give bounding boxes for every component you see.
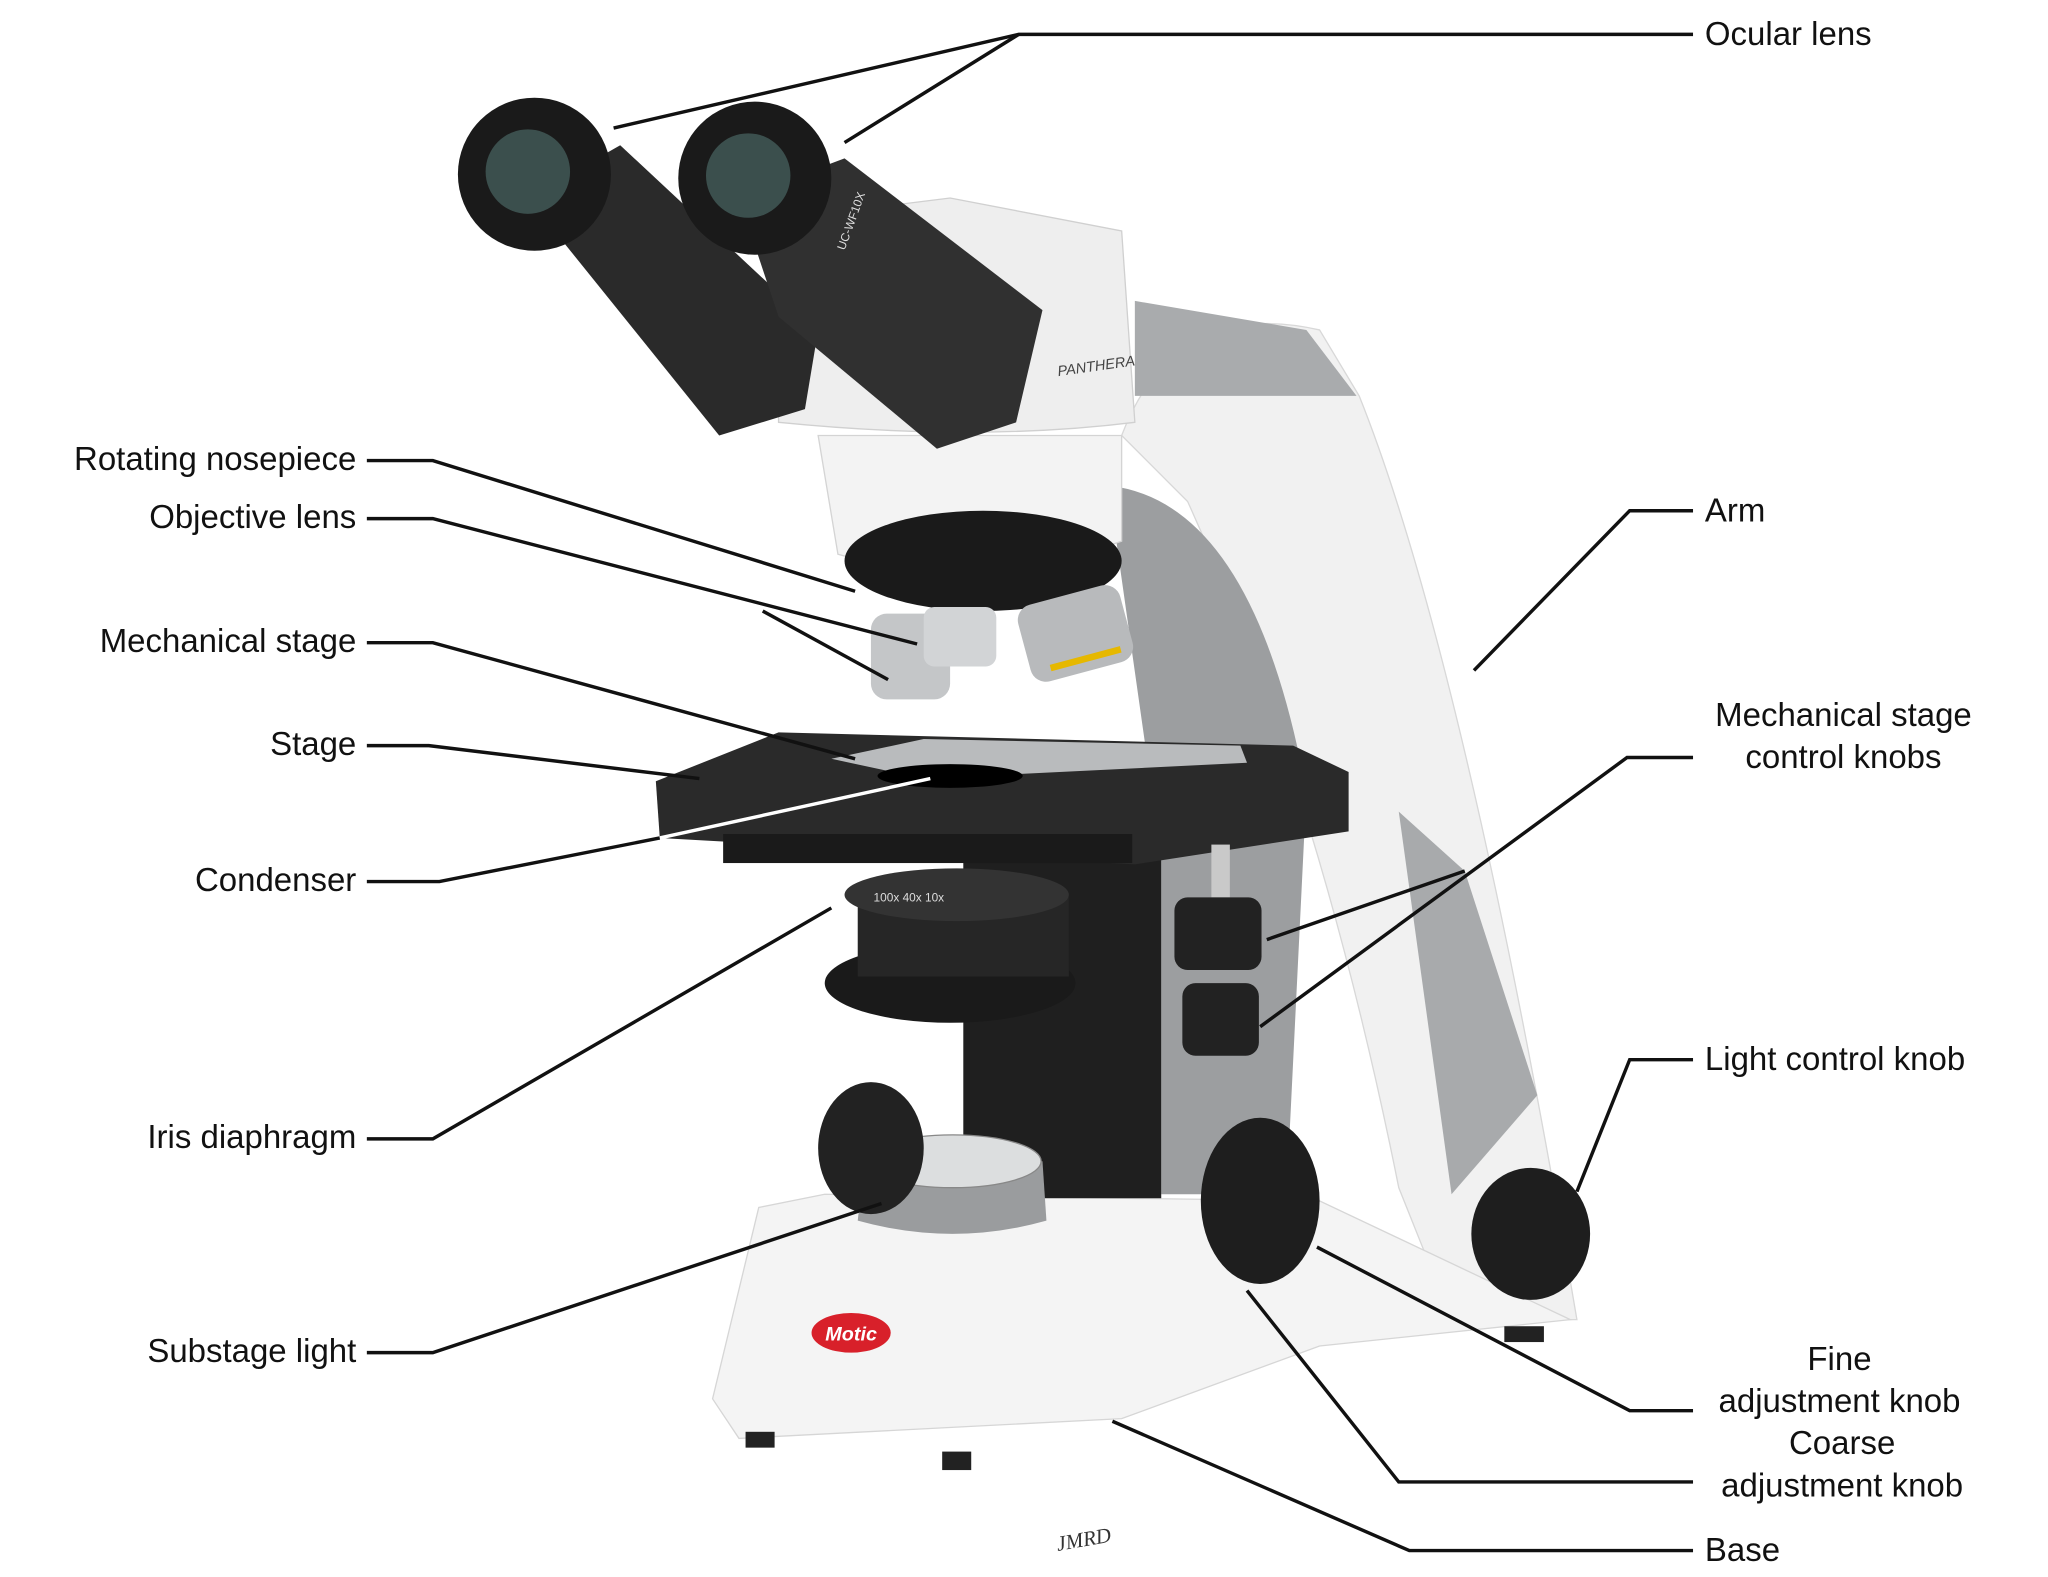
label-light-control-knob: Light control knob (1705, 1040, 1965, 1077)
label-rotating-nosepiece: Rotating nosepiece (74, 440, 356, 477)
arm-side-panel (1398, 811, 1538, 1195)
objective-lens-line-branch (761, 609, 889, 682)
condenser-scale: 100x 40x 10x (874, 890, 945, 904)
ocular-left-lens (485, 129, 571, 214)
knob-left (818, 1082, 924, 1215)
stage-knob-upper (1174, 897, 1262, 970)
ocular-right-lens (705, 133, 791, 218)
foot (1504, 1326, 1544, 1343)
labels: Ocular lens Rotating nosepiece Objective… (74, 15, 1972, 1568)
mechanical-stage-line (366, 640, 856, 761)
stage-knob-shaft (1211, 844, 1230, 898)
objective (923, 607, 997, 667)
label-mech-stage-knobs-1: Mechanical stage (1715, 696, 1972, 733)
fine-adjustment-line (1316, 1245, 1694, 1413)
base-body (711, 1193, 1573, 1440)
label-substage-light: Substage light (147, 1332, 356, 1369)
label-stage: Stage (270, 725, 356, 762)
foot (942, 1451, 972, 1471)
label-mech-stage-knobs-2: control knobs (1745, 738, 1941, 775)
eyepiece-tube-right (738, 158, 1043, 449)
motic-logo-text: Motic (825, 1324, 877, 1346)
condenser-line (366, 836, 661, 884)
label-ocular-lens: Ocular lens (1705, 15, 1872, 52)
coarse-focus-knob (1200, 1117, 1320, 1285)
arm-line (1472, 509, 1694, 672)
label-arm: Arm (1705, 491, 1765, 528)
mech-stage-knobs-line-branch (1266, 869, 1466, 942)
light-knob (1471, 1167, 1591, 1300)
stage-underside (723, 834, 1133, 864)
coarse-adjustment-line (1245, 1289, 1694, 1484)
substage-light-line (366, 1201, 883, 1355)
leader-lines (366, 32, 1694, 1553)
condenser-top (844, 868, 1069, 922)
label-base: Base (1705, 1531, 1780, 1568)
label-coarse-1: Coarse (1789, 1424, 1895, 1461)
label-fine-1: Fine (1807, 1340, 1871, 1377)
label-iris-diaphragm: Iris diaphragm (147, 1118, 356, 1155)
objective-lens-line (366, 516, 918, 646)
objective (1017, 585, 1134, 682)
nosepiece-ring (844, 510, 1122, 612)
rotating-nosepiece-line (366, 458, 856, 593)
label-fine-2: adjustment knob (1719, 1382, 1961, 1419)
condenser-line-white (659, 776, 931, 840)
foot (745, 1431, 775, 1448)
signature: JMRD (1054, 1523, 1112, 1556)
mech-stage-knobs-line (1259, 755, 1694, 1029)
light-control-knob-line (1575, 1057, 1694, 1193)
microscope-illustration: Motic 100x 40x 10x PANTHERA (457, 97, 1591, 1471)
iris-diaphragm-line (366, 906, 833, 1141)
label-condenser: Condenser (195, 861, 356, 898)
ocular-lens-line-branch (843, 32, 1020, 145)
objective-band (1049, 646, 1122, 672)
stage-knob-lower (1182, 983, 1259, 1056)
motic-logo (811, 1313, 891, 1353)
base-line (1111, 1419, 1694, 1553)
label-objective-lens: Objective lens (149, 498, 356, 535)
label-mechanical-stage: Mechanical stage (100, 622, 357, 659)
arm-top-gray (1134, 300, 1357, 396)
stage-line (366, 743, 700, 781)
eyepiece-tube-left (527, 145, 819, 436)
label-coarse-2: adjustment knob (1721, 1466, 1963, 1503)
